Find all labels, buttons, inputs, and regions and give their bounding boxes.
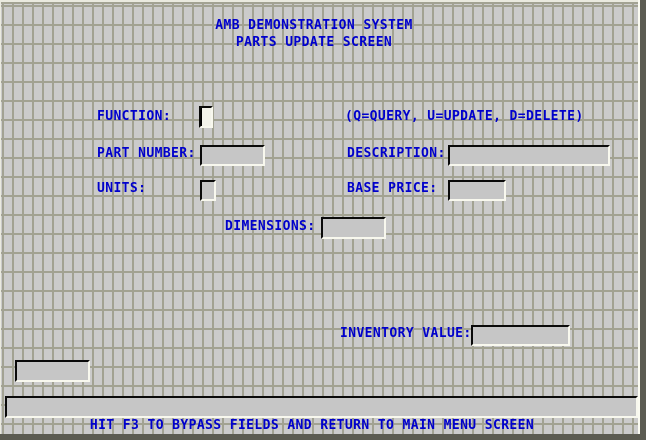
dimensions-label: DIMENSIONS: [225, 219, 316, 234]
text-cursor [201, 108, 202, 126]
function-hint: (Q=QUERY, U=UPDATE, D=DELETE) [345, 109, 584, 124]
function-label: FUNCTION: [97, 109, 172, 124]
part-number-label: PART NUMBER: [97, 146, 196, 161]
dimensions-input[interactable] [321, 217, 386, 239]
inventory-value-label: INVENTORY VALUE: [340, 326, 472, 341]
units-input[interactable] [200, 180, 216, 201]
message-field[interactable] [5, 396, 638, 418]
function-input[interactable] [199, 106, 213, 128]
units-label: UNITS: [97, 181, 147, 196]
page-subtitle: PARTS UPDATE SCREEN [235, 35, 393, 50]
window-edge-left [0, 0, 1, 440]
description-label: DESCRIPTION: [347, 146, 446, 161]
window-edge-bottom [0, 434, 646, 440]
status-field[interactable] [15, 360, 90, 382]
page-title: AMB DEMONSTRATION SYSTEM [215, 18, 413, 33]
part-number-input[interactable] [200, 145, 265, 166]
base-price-input[interactable] [448, 180, 506, 201]
window-edge-top [0, 0, 646, 2]
base-price-label: BASE PRICE: [347, 181, 438, 196]
inventory-value-input[interactable] [471, 325, 570, 346]
footer-instruction: HIT F3 TO BYPASS FIELDS AND RETURN TO MA… [89, 418, 535, 433]
description-input[interactable] [448, 145, 610, 166]
window-edge-right [638, 0, 646, 440]
